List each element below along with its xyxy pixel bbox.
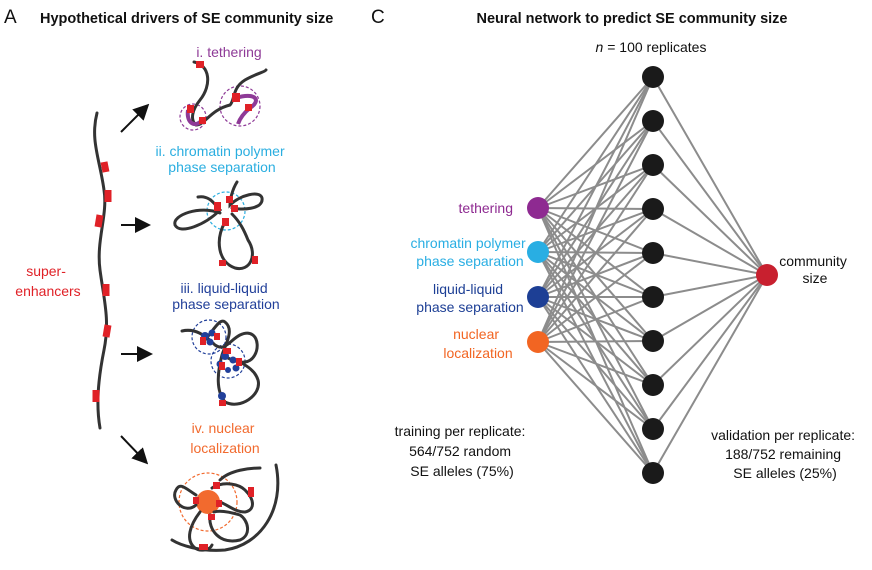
driver-tethering-label: i. tethering — [196, 44, 261, 60]
hidden-node — [642, 418, 664, 440]
hidden-node — [642, 374, 664, 396]
input-hidden-edge — [537, 76, 654, 209]
hidden-node — [642, 330, 664, 352]
hidden-output-edge — [652, 120, 768, 276]
arrow-nuclear — [120, 435, 149, 465]
hidden-node — [642, 242, 664, 264]
replicates-label: n = 100 replicates — [596, 39, 707, 55]
hidden-node — [642, 110, 664, 132]
hidden-node — [642, 198, 664, 220]
input-label-llps: liquid-liquid phase separation — [416, 281, 523, 315]
hidden-output-edge — [652, 252, 768, 276]
hidden-node — [642, 462, 664, 484]
arrow-tethering — [120, 103, 150, 133]
hidden-output-edge — [652, 208, 768, 276]
output-node — [756, 264, 778, 286]
hidden-output-edge — [652, 76, 768, 276]
driver-polymer-label: ii. chromatin polymer phase separation — [155, 143, 288, 175]
input-hidden-edge — [537, 164, 654, 343]
hidden-node — [642, 66, 664, 88]
input-label-polymer: chromatin polymer phase separation — [410, 235, 529, 269]
hidden-output-edge — [652, 274, 768, 342]
input-node — [527, 331, 549, 353]
super-enhancer-chain — [92, 111, 112, 430]
hidden-output-edge — [652, 274, 768, 386]
hidden-output-edge — [652, 274, 768, 474]
hidden-output-edge — [652, 274, 768, 298]
arrows — [120, 103, 153, 465]
input-hidden-edge — [537, 296, 654, 343]
input-hidden-edge — [537, 341, 654, 474]
validation-note: validation per replicate: 188/752 remain… — [711, 427, 859, 481]
input-hidden-edge — [537, 120, 654, 343]
panel-c-title: Neural network to predict SE community s… — [476, 11, 787, 27]
input-hidden-edge — [537, 341, 654, 386]
network-edges — [537, 76, 768, 474]
driver-llps-label: iii. liquid-liquid phase separation — [172, 280, 279, 312]
hidden-output-edge — [652, 274, 768, 430]
input-node — [527, 241, 549, 263]
input-node — [527, 286, 549, 308]
super-enhancers-label: super- enhancers — [15, 263, 80, 299]
input-hidden-edge — [537, 340, 654, 343]
training-note: training per replicate: 564/752 random S… — [395, 423, 530, 479]
input-hidden-edge — [537, 76, 654, 343]
input-label-nuclear: nuclear localization — [443, 326, 512, 361]
input-hidden-edge — [537, 76, 654, 298]
hidden-output-edge — [652, 164, 768, 276]
polymer-phase-separation-illustration — [173, 180, 264, 271]
network-nodes — [527, 66, 778, 484]
nucleolus — [196, 490, 220, 514]
panel-a-letter: A — [4, 7, 17, 28]
input-label-tethering: tethering — [459, 200, 513, 216]
panel-a-title: Hypothetical drivers of SE community siz… — [40, 11, 333, 27]
input-hidden-edge — [537, 76, 654, 253]
hidden-node — [642, 154, 664, 176]
hidden-node — [642, 286, 664, 308]
panel-c-letter: C — [371, 7, 385, 28]
input-hidden-edge — [537, 252, 654, 343]
input-node — [527, 197, 549, 219]
llps-illustration — [180, 319, 260, 406]
output-label: community size — [779, 253, 851, 286]
input-hidden-edge — [537, 341, 654, 430]
driver-nuclear-label: iv. nuclear localization — [190, 420, 259, 456]
input-hidden-edge — [537, 208, 654, 343]
nuclear-localization-illustration — [170, 463, 280, 552]
tethering-illustration — [179, 60, 268, 131]
